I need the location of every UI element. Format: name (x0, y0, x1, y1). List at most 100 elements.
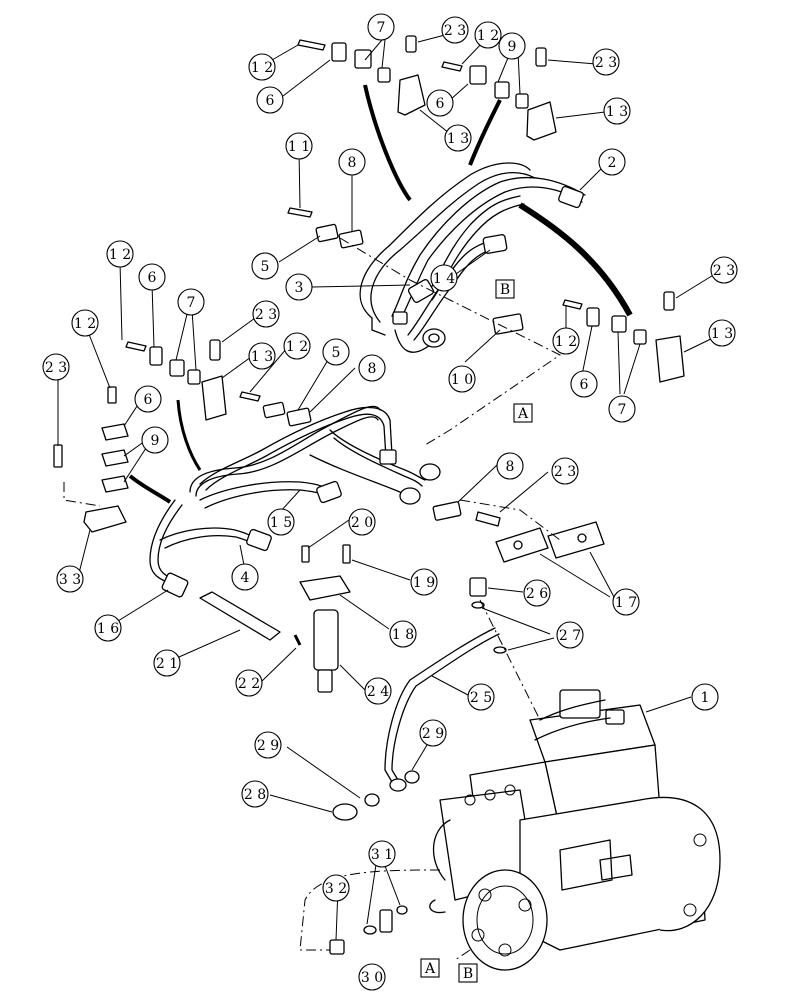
callout-c6d: 6 (138, 263, 166, 291)
ref-box-b-upper: B (495, 279, 515, 299)
svg-text:1 9: 1 9 (413, 575, 435, 591)
svg-text:6: 6 (580, 377, 589, 393)
brackets-and-clamps (53, 35, 685, 955)
svg-text:3 3: 3 3 (59, 572, 81, 588)
svg-text:6: 6 (266, 93, 275, 109)
callout-c20: 2 0 (348, 508, 376, 536)
callout-c18: 1 8 (389, 620, 417, 648)
callout-c12a: 1 2 (248, 53, 276, 81)
svg-text:1 2: 1 2 (74, 316, 96, 332)
svg-text:1 6: 1 6 (97, 621, 119, 637)
svg-text:3 0: 3 0 (361, 970, 383, 986)
reference-boxes: B A A B (420, 279, 533, 983)
svg-text:A: A (424, 961, 436, 977)
svg-text:7: 7 (377, 20, 386, 36)
callout-c33: 3 3 (56, 565, 84, 593)
svg-text:2 2: 2 2 (238, 676, 260, 692)
callout-c23c: 2 3 (710, 256, 738, 284)
callout-c32: 3 2 (322, 874, 350, 902)
callout-c12c: 1 2 (552, 327, 580, 355)
callout-c3: 3 (285, 273, 313, 301)
svg-text:1 0: 1 0 (451, 372, 473, 388)
callout-c23b: 2 3 (592, 48, 620, 76)
callout-c7a: 7 (367, 13, 395, 41)
svg-text:2 6: 2 6 (526, 586, 548, 602)
callout-c7c: 7 (177, 288, 205, 316)
svg-text:2 5: 2 5 (470, 690, 492, 706)
callout-c8a: 8 (338, 148, 366, 176)
callout-c2: 2 (598, 148, 626, 176)
injection-pump (429, 689, 721, 971)
svg-text:1 3: 1 3 (606, 104, 628, 120)
svg-text:2 3: 2 3 (255, 307, 277, 323)
callout-c4: 4 (231, 563, 259, 591)
svg-text:2 1: 2 1 (156, 656, 178, 672)
svg-text:6: 6 (144, 392, 153, 408)
callout-c6c: 6 (570, 370, 598, 398)
svg-text:2 9: 2 9 (257, 738, 279, 754)
svg-text:8: 8 (348, 155, 357, 171)
svg-text:1 2: 1 2 (109, 247, 131, 263)
svg-text:5: 5 (332, 345, 341, 361)
callout-c29a: 2 9 (254, 731, 282, 759)
svg-text:A: A (517, 406, 529, 422)
svg-text:1: 1 (701, 690, 710, 706)
callout-c27: 2 7 (556, 621, 584, 649)
svg-text:4: 4 (241, 570, 250, 586)
svg-text:9: 9 (151, 433, 160, 449)
callout-c23a: 2 3 (441, 16, 469, 44)
callout-c31: 3 1 (368, 840, 396, 868)
callout-c6b: 6 (426, 89, 454, 117)
callout-c26: 2 6 (523, 579, 551, 607)
callout-labels: 1 2 6 7 2 3 1 2 6 9 2 3 1 3 1 3 1 1 8 2 … (42, 13, 738, 991)
svg-text:5: 5 (261, 259, 270, 275)
callout-c23d: 2 3 (252, 300, 280, 328)
callout-c22: 2 2 (235, 669, 263, 697)
svg-text:7: 7 (618, 402, 627, 418)
svg-text:2 3: 2 3 (713, 263, 735, 279)
callout-c11: 1 1 (285, 132, 313, 160)
svg-text:3 2: 3 2 (325, 881, 347, 897)
callout-c23e: 2 3 (42, 353, 70, 381)
callout-c15: 1 5 (267, 508, 295, 536)
callout-c9b: 9 (141, 426, 169, 454)
callout-c9a: 9 (498, 32, 526, 60)
svg-text:6: 6 (436, 96, 445, 112)
callout-c13a: 1 3 (603, 97, 631, 125)
svg-text:7: 7 (187, 295, 196, 311)
callout-c14: 1 4 (430, 264, 458, 292)
callout-c10: 1 0 (448, 365, 476, 393)
callout-c23f: 2 3 (551, 457, 579, 485)
svg-text:3: 3 (295, 280, 304, 296)
callout-c24: 2 4 (364, 677, 392, 705)
svg-text:2 0: 2 0 (351, 515, 373, 531)
svg-text:8: 8 (506, 459, 515, 475)
callout-c13d: 1 3 (248, 342, 276, 370)
svg-text:2 3: 2 3 (595, 55, 617, 71)
svg-text:B: B (463, 966, 473, 982)
svg-text:1 2: 1 2 (477, 28, 499, 44)
svg-text:1 8: 1 8 (392, 627, 414, 643)
callout-c12b: 1 2 (474, 21, 502, 49)
svg-text:8: 8 (368, 361, 377, 377)
callout-c1: 1 (691, 683, 719, 711)
svg-text:B: B (500, 282, 510, 298)
callout-c8b: 8 (358, 354, 386, 382)
callout-c6e: 6 (134, 385, 162, 413)
callout-c12d: 1 2 (106, 240, 134, 268)
svg-text:2 4: 2 4 (367, 684, 389, 700)
svg-text:6: 6 (148, 270, 157, 286)
svg-text:2 8: 2 8 (244, 787, 266, 803)
callout-c21: 2 1 (153, 649, 181, 677)
callout-c29b: 2 9 (419, 719, 447, 747)
callout-c25: 2 5 (467, 683, 495, 711)
svg-text:9: 9 (508, 39, 517, 55)
svg-text:1 2: 1 2 (251, 60, 273, 76)
callout-c5a: 5 (251, 252, 279, 280)
ref-box-a-lower: A (420, 958, 440, 978)
svg-text:1 2: 1 2 (286, 339, 308, 355)
callout-c13c: 1 3 (708, 319, 736, 347)
ref-box-b-lower: B (458, 963, 478, 983)
svg-text:2 3: 2 3 (554, 464, 576, 480)
